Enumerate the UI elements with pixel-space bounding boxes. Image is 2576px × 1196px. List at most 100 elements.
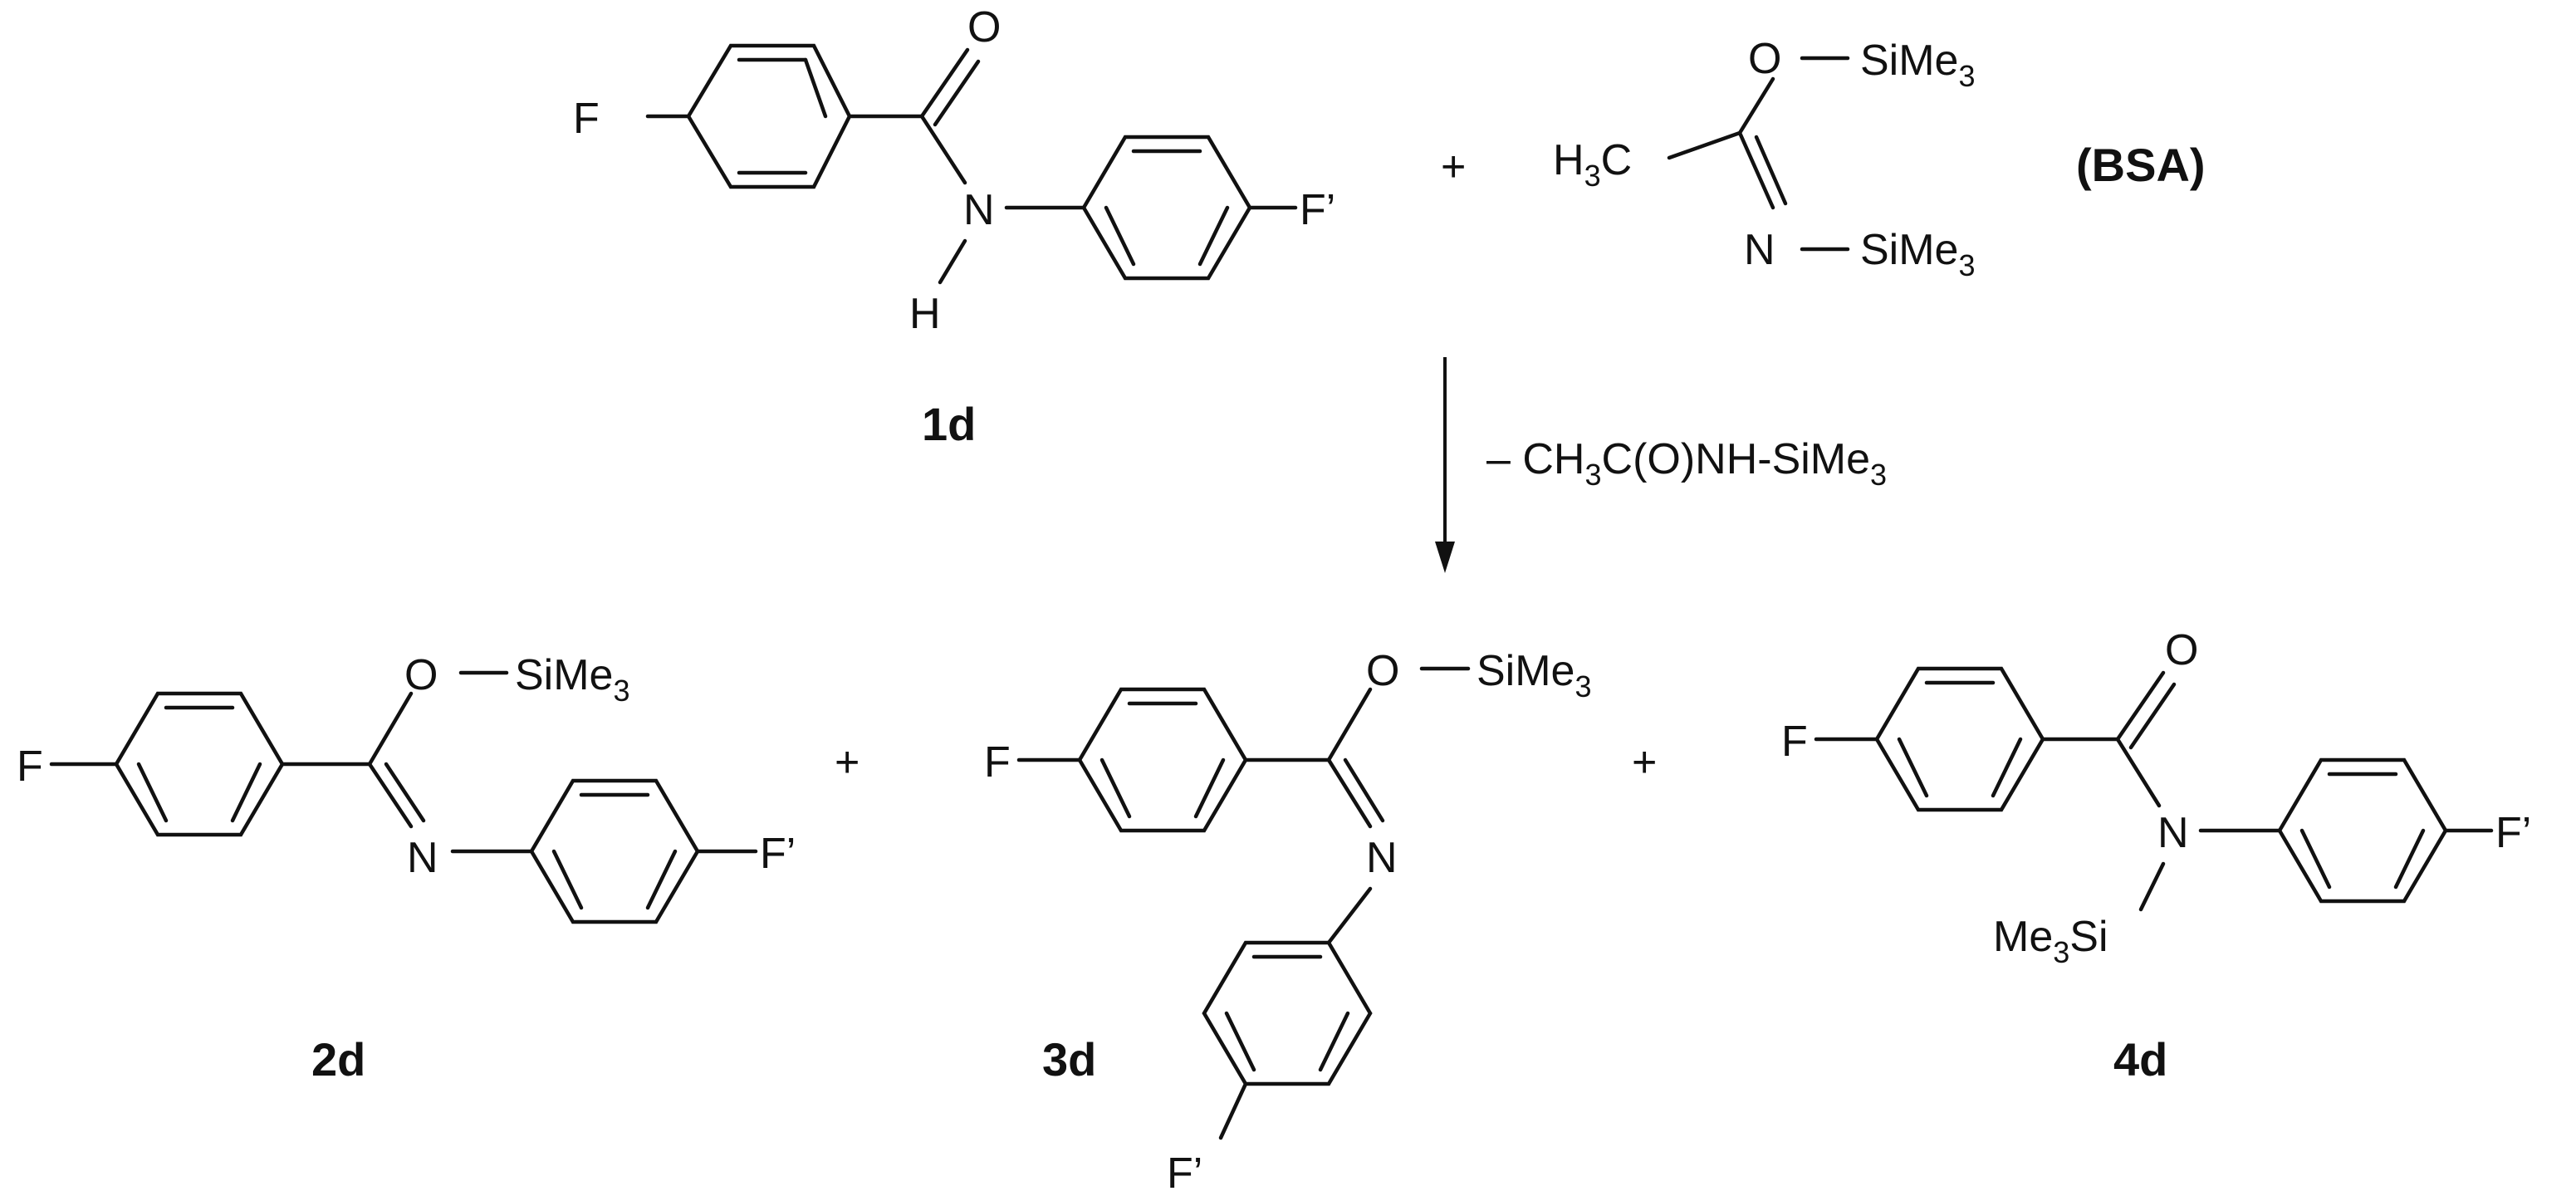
plus-sign: + (1441, 143, 1466, 191)
reagent-bsa: H3C O SiMe3 N SiMe3 (BSA) (1553, 35, 2206, 282)
atom-f-prime: F’ (2495, 809, 2531, 857)
atom-h3c: H3C (1553, 136, 1632, 193)
ring-3d-top (1077, 687, 1248, 833)
bond-ring-f (1218, 1081, 1248, 1140)
subscript-3: 3 (1870, 458, 1887, 492)
benzene-ring (1077, 687, 1248, 833)
ring-double-bond (1318, 1011, 1350, 1072)
reactant-1d: F O N H F’ 1d (573, 3, 1335, 450)
ring-1d-right (1081, 135, 1252, 281)
atom-f: F (573, 95, 600, 143)
atom-o: O (967, 3, 1001, 51)
plus-sign: + (835, 738, 859, 787)
benzene-ring (2277, 757, 2448, 904)
silicon-text: Si (2069, 913, 2108, 961)
benzene-ring (114, 691, 285, 837)
ring-double-bond (1193, 757, 1226, 819)
subscript-3: 3 (1574, 669, 1591, 703)
atom-n: N (963, 186, 995, 234)
atom-o: O (1366, 647, 1399, 695)
silyl-text: SiMe (1860, 226, 1958, 274)
silyl-group: SiMe3 (1860, 37, 1976, 93)
atom-f-prime: F’ (1167, 1149, 1202, 1196)
reagent-name-bsa: (BSA) (2076, 139, 2206, 191)
imine-double-bond (1754, 135, 1788, 206)
bond-n-h (938, 238, 967, 285)
ring-double-bond (1099, 757, 1132, 819)
atom-h: H (909, 290, 941, 338)
imine-double-bond (367, 762, 414, 829)
benzene-ring (1081, 135, 1252, 281)
compound-label-3d: 3d (1042, 1033, 1096, 1086)
compound-label-1d: 1d (922, 398, 976, 450)
atom-f-prime: F’ (1300, 186, 1335, 234)
compound-label-2d: 2d (311, 1033, 365, 1086)
carbonyl-double-bond (2128, 682, 2177, 750)
bond-c-o (367, 691, 414, 767)
ring-double-bond (1991, 737, 2023, 798)
silyl-text: SiMe (1477, 647, 1574, 695)
bond-carbonyl-n (919, 114, 967, 185)
bond-c-o (1737, 76, 1775, 135)
atom-n: N (1744, 226, 1775, 274)
imine-double-bond (1737, 130, 1775, 210)
atom-h-text: H (1553, 136, 1584, 184)
subscript-3: 3 (1958, 248, 1975, 282)
subscript-3: 3 (2053, 935, 2069, 969)
atom-f: F (17, 743, 43, 791)
atom-f-prime: F’ (760, 830, 796, 878)
silyl-group: SiMe3 (1477, 647, 1592, 703)
subscript-3: 3 (613, 674, 629, 708)
benzene-ring (529, 778, 700, 924)
imine-double-bond (1326, 757, 1373, 829)
compound-label-4d: 4d (2113, 1033, 2167, 1086)
carbonyl-double-bond (2115, 670, 2166, 742)
byproduct-label: – CH3C(O)NH-SiMe3 (1486, 435, 1887, 492)
carbonyl-double-bond (933, 59, 981, 127)
ring-double-bond (1224, 1011, 1256, 1072)
ring-double-bond (136, 762, 169, 823)
product-2d: F O SiMe3 N F’ 2d (17, 651, 796, 1086)
imine-double-bond (384, 762, 426, 823)
bond-c-o (1326, 687, 1373, 762)
bond-ch3-c (1667, 130, 1742, 160)
bond-n-ring (1326, 886, 1373, 945)
product-4d: F O N Me3Si F’ 4d (1781, 626, 2531, 1086)
silyl-group: SiMe3 (515, 651, 630, 708)
ring-double-bond (645, 849, 678, 910)
ring-double-bond (1897, 737, 1929, 798)
ring-1d-left (686, 43, 852, 189)
silyl-text: SiMe (515, 651, 613, 699)
atom-n: N (407, 834, 438, 882)
atom-n: N (1366, 834, 1398, 882)
ring-double-bond (2393, 828, 2426, 890)
ring-double-bond (1104, 205, 1136, 267)
reaction-arrow: – CH3C(O)NH-SiMe3 (1435, 357, 1887, 573)
benzene-ring (1874, 666, 2045, 812)
atom-o: O (1748, 35, 1781, 83)
silyl-group: SiMe3 (1860, 226, 1976, 282)
benzene-ring (1202, 940, 1373, 1086)
subscript-3: 3 (1958, 59, 1975, 93)
ring-2d-right (529, 778, 700, 924)
ring-double-bond (803, 57, 828, 119)
atom-c-text: C (1601, 136, 1633, 184)
ring-double-bond (2299, 828, 2332, 890)
trimethylsilyl-group: Me3Si (1993, 913, 2108, 969)
product-3d: F O SiMe3 N F’ 3d (984, 647, 1592, 1196)
bond-n-si (2138, 861, 2166, 912)
arrow-head (1435, 542, 1455, 573)
atom-f: F (984, 738, 1011, 787)
ring-double-bond (1197, 205, 1230, 267)
ring-2d-left (114, 691, 285, 837)
atom-o: O (404, 651, 438, 699)
methyl-text: Me (1993, 913, 2053, 961)
bond-carbonyl-n (2115, 737, 2162, 808)
carbonyl-double-bond (919, 47, 970, 119)
ring-4d-left (1874, 666, 2045, 812)
ring-4d-right (2277, 757, 2448, 904)
ring-double-bond (551, 849, 584, 910)
subscript-3: 3 (1584, 458, 1601, 492)
byproduct-prefix: – CH (1486, 435, 1584, 483)
